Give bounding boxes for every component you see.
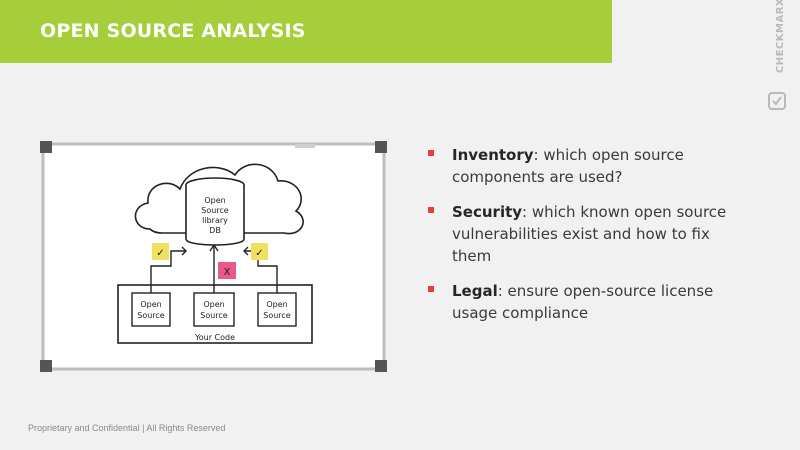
check-sticky-note — [152, 243, 169, 260]
cloud-shape — [134, 163, 304, 235]
frame-corner — [40, 360, 52, 372]
x-sticky-note — [218, 262, 236, 279]
svg-text:Open: Open — [203, 300, 224, 309]
brand-wordmark: CHECKMARX — [774, 0, 786, 74]
whiteboard-diagram: Open Source library DB Your Code Open So… — [40, 141, 387, 372]
bullet-square-icon — [428, 150, 434, 156]
bullet-term: Security — [452, 203, 523, 221]
frame-corner — [40, 141, 52, 153]
library-db: Open Source library DB — [185, 177, 245, 246]
db-label: Source — [201, 206, 229, 215]
bullet-desc: : which known open source vulnerabilitie… — [452, 203, 727, 265]
svg-text:Open: Open — [266, 300, 287, 309]
frame-corner — [375, 360, 387, 372]
check-icon: ✓ — [156, 248, 164, 259]
bullet-item-inventory: Inventory: which open source components … — [428, 144, 728, 188]
open-source-box: Open Source — [193, 292, 235, 327]
bullet-desc: : which open source components are used? — [452, 146, 684, 186]
frame-corner — [375, 141, 387, 153]
footer-text: Proprietary and Confidential | All Right… — [28, 423, 226, 433]
open-source-box: Open Source — [131, 292, 171, 327]
bullet-term: Inventory — [452, 146, 534, 164]
check-sticky-note — [251, 243, 268, 260]
bullet-square-icon — [428, 207, 434, 213]
bullet-item-legal: Legal: ensure open-source license usage … — [428, 280, 728, 324]
svg-text:Open: Open — [140, 300, 161, 309]
x-icon: X — [224, 267, 231, 278]
bullet-desc: : ensure open-source license usage compl… — [452, 282, 714, 322]
your-code-label: Your Code — [194, 333, 235, 342]
check-icon: ✓ — [255, 248, 263, 259]
slide-title: OPEN SOURCE ANALYSIS — [40, 20, 306, 42]
db-label: Open — [204, 196, 225, 205]
db-label: DB — [209, 226, 221, 235]
db-label: library — [202, 216, 228, 225]
open-source-box: Open Source — [257, 292, 297, 327]
bullet-square-icon — [428, 286, 434, 292]
checkmarx-logo-icon — [768, 92, 786, 110]
title-banner — [0, 0, 612, 63]
svg-text:Source: Source — [200, 311, 228, 320]
your-code-box — [117, 284, 313, 344]
bullet-list: Inventory: which open source components … — [428, 144, 728, 337]
bullet-term: Legal — [452, 282, 498, 300]
marker-tray — [295, 144, 315, 148]
svg-text:Source: Source — [263, 311, 291, 320]
svg-text:Source: Source — [137, 311, 165, 320]
bullet-item-security: Security: which known open source vulner… — [428, 201, 728, 267]
